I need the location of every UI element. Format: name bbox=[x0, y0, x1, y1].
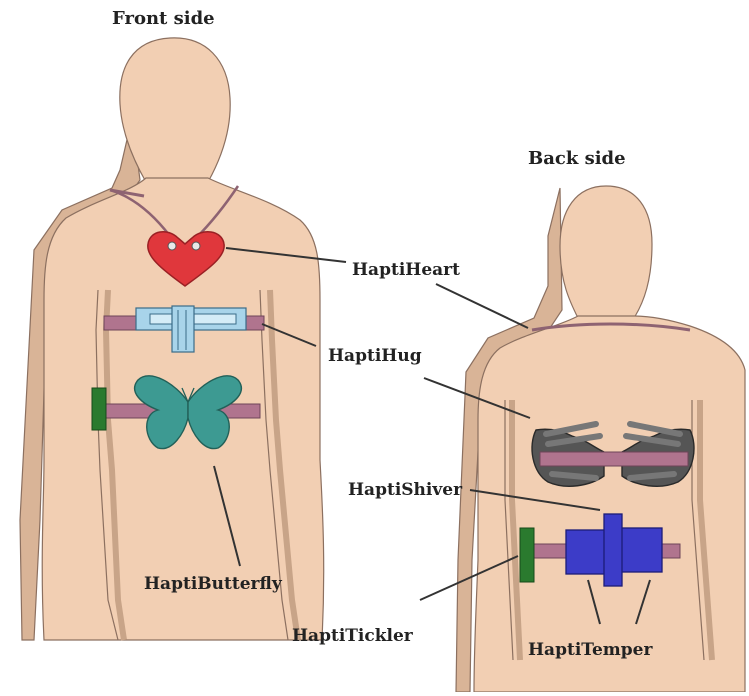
label-haptishiver: HaptiShiver bbox=[348, 480, 462, 500]
label-haptiheart: HaptiHeart bbox=[352, 260, 460, 280]
label-haptitickler: HaptiTickler bbox=[292, 626, 413, 646]
label-haptitemper: HaptiTemper bbox=[528, 640, 652, 660]
haptitickler-front bbox=[92, 388, 106, 430]
back-body-figure bbox=[456, 186, 745, 692]
back-head bbox=[560, 186, 652, 318]
haptishiver-device bbox=[604, 514, 622, 586]
front-head bbox=[120, 38, 230, 182]
label-haptibutterfly: HaptiButterfly bbox=[144, 574, 282, 594]
back-side-title: Back side bbox=[528, 148, 626, 169]
hug-strap-back bbox=[540, 452, 688, 466]
label-haptihug: HaptiHug bbox=[328, 346, 422, 366]
front-side-title: Front side bbox=[112, 8, 215, 29]
front-body-figure bbox=[20, 38, 324, 640]
haptitickler-device bbox=[520, 528, 534, 582]
